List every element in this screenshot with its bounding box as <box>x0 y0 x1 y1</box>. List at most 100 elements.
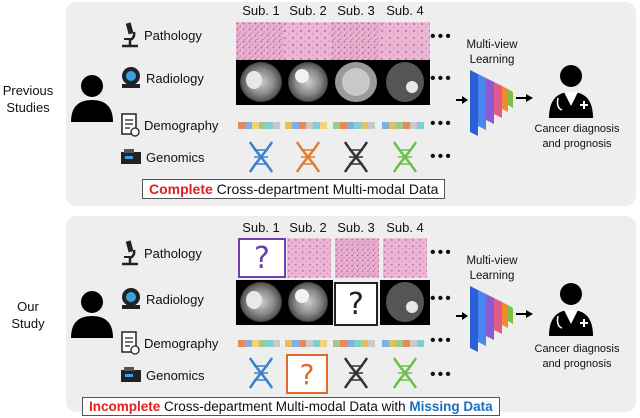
person-icon <box>71 75 113 122</box>
top-sub-3: Sub. 3 <box>337 3 375 18</box>
top-mod-pathology: Pathology <box>120 22 202 48</box>
dna-icon-green <box>392 141 418 173</box>
bottom-sub-1: Sub. 1 <box>242 220 280 235</box>
bottom-mv-label: Multi-view Learning <box>452 254 532 284</box>
form-icon <box>121 113 140 137</box>
top-radiology-tile-2 <box>283 60 333 105</box>
top-radiology-tile-3 <box>331 60 381 105</box>
microscope-icon <box>122 240 138 266</box>
dna-icon-orange <box>295 141 321 173</box>
top-demography-strip-1 <box>238 122 280 129</box>
bottom-caption-mid: Cross-department Multi-modal Data with <box>160 399 410 414</box>
bottom-outcome-line2: and prognosis <box>542 358 612 370</box>
top-radiology-tile-4 <box>380 60 430 105</box>
top-radiology-tile-1 <box>236 60 286 105</box>
form-icon <box>121 331 140 355</box>
dna-icon-black <box>343 357 369 389</box>
top-mod-pathology-label: Pathology <box>144 27 202 43</box>
dna-icon-black <box>343 141 369 173</box>
missing-question-mark: ? <box>254 240 270 276</box>
top-mod-radiology: Radiology <box>120 66 204 90</box>
bottom-pathology-tile-4 <box>383 238 427 278</box>
top-side-label-line1: Previous <box>2 83 54 98</box>
top-network-stack <box>456 70 533 136</box>
bottom-side-label-line2: Study <box>11 316 45 331</box>
mri-scanner-icon <box>122 67 140 88</box>
top-mod-radiology-label: Radiology <box>146 70 204 86</box>
top-dots-3: ••• <box>430 115 453 132</box>
top-demography-strip-2 <box>285 122 327 129</box>
bottom-demography-strip-1 <box>238 340 280 347</box>
top-mod-demography-label: Demography <box>144 117 219 133</box>
bottom-dots-2: ••• <box>430 290 453 307</box>
top-dots-2: ••• <box>430 70 453 87</box>
top-dots-1: ••• <box>430 28 453 45</box>
bottom-mv-line1: Multi-view <box>466 255 518 267</box>
bottom-outcome-line1: Cancer diagnosis <box>534 343 620 355</box>
missing-pathology-box: ? <box>238 238 286 278</box>
bottom-dots-3: ••• <box>430 332 453 349</box>
bottom-dots-4: ••• <box>430 366 453 383</box>
top-sub-4: Sub. 4 <box>386 3 424 18</box>
top-mod-demography: Demography <box>120 112 218 138</box>
bottom-pathology-tile-2 <box>287 238 331 278</box>
bottom-radiology-tile-2 <box>283 280 333 325</box>
top-mv-label: Multi-view Learning <box>452 38 532 68</box>
bottom-mod-genomics: Genomics <box>120 364 205 386</box>
top-mod-genomics-label: Genomics <box>146 149 205 165</box>
top-pathology-tile-1 <box>236 22 286 67</box>
missing-genomics-box: ? <box>286 354 328 394</box>
dna-icon-green <box>392 357 418 389</box>
bottom-caption-highlight: Incomplete <box>89 399 161 414</box>
bottom-mod-genomics-label: Genomics <box>146 367 205 383</box>
top-pathology-tile-3 <box>331 22 381 67</box>
bottom-sub-3: Sub. 3 <box>337 220 375 235</box>
top-caption-highlight: Complete <box>149 181 213 197</box>
bottom-caption-highlight2: Missing Data <box>409 399 493 414</box>
bottom-mv-line2: Learning <box>469 270 515 282</box>
bottom-dots-1: ••• <box>430 244 453 261</box>
bottom-sub-4: Sub. 4 <box>386 220 424 235</box>
bottom-mod-radiology: Radiology <box>120 287 204 311</box>
missing-radiology-box: ? <box>334 282 378 326</box>
top-sub-2: Sub. 2 <box>289 3 327 18</box>
top-mv-line1: Multi-view <box>466 39 518 51</box>
top-side-label-line2: Studies <box>6 100 50 115</box>
bottom-radiology-tile-4 <box>380 280 430 325</box>
top-mv-line2: Learning <box>469 54 515 66</box>
bottom-mod-radiology-label: Radiology <box>146 291 204 307</box>
top-demography-strip-4 <box>382 122 424 129</box>
bottom-demography-strip-2 <box>285 340 327 347</box>
bottom-mod-pathology: Pathology <box>120 240 202 266</box>
bottom-sub-2: Sub. 2 <box>289 220 327 235</box>
person-icon <box>71 291 113 338</box>
top-pathology-tile-2 <box>283 22 333 67</box>
mri-scanner-icon <box>122 288 140 309</box>
bottom-mod-demography-label: Demography <box>144 335 219 351</box>
top-pathology-tile-4 <box>380 22 430 67</box>
bottom-radiology-tile-1 <box>236 280 286 325</box>
bottom-side-label-line1: Our <box>17 299 39 314</box>
top-outcome-line2: and prognosis <box>542 138 612 150</box>
bottom-pathology-tile-3 <box>335 238 379 278</box>
top-dots-4: ••• <box>430 148 453 165</box>
sequencer-icon <box>121 149 141 164</box>
doctor-icon <box>549 65 593 118</box>
dna-icon-blue <box>248 141 274 173</box>
microscope-icon <box>122 22 138 48</box>
bottom-demography-strip-3 <box>333 340 375 347</box>
missing-question-mark: ? <box>348 286 364 322</box>
top-mod-genomics: Genomics <box>120 146 205 168</box>
sequencer-icon <box>121 367 141 382</box>
bottom-network-stack <box>456 286 533 352</box>
top-caption: Complete Cross-department Multi-modal Da… <box>142 179 446 199</box>
bottom-caption: Incomplete Cross-department Multi-modal … <box>82 397 500 416</box>
bottom-demography-strip-4 <box>382 340 424 347</box>
top-side-label: Previous Studies <box>0 82 56 116</box>
bottom-side-label: Our Study <box>0 298 56 332</box>
top-outcome-line1: Cancer diagnosis <box>534 123 620 135</box>
bottom-mod-pathology-label: Pathology <box>144 245 202 261</box>
top-demography-strip-3 <box>333 122 375 129</box>
top-caption-rest: Cross-department Multi-modal Data <box>212 181 439 197</box>
bottom-mod-demography: Demography <box>120 330 218 356</box>
